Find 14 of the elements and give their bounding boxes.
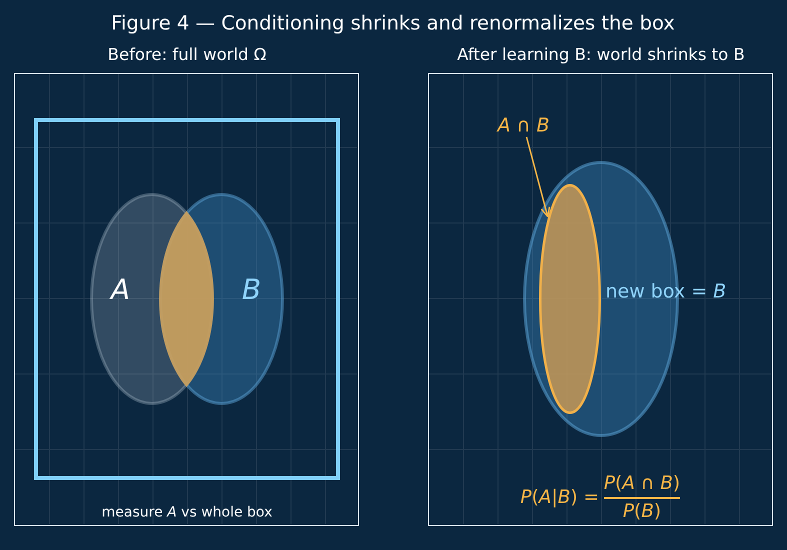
formula-text: P(A|B) = (520, 486, 599, 510)
set-label: B (242, 272, 262, 306)
panel-title: Before: full world Ω (108, 45, 266, 65)
caption-text: measure A vs whole box (102, 504, 272, 522)
figure-title: Figure 4 — Conditioning shrinks and renormalizes the box (111, 11, 675, 35)
intersection-label: A ∩ B (497, 114, 550, 137)
formula-numerator: P(A ∩ B) (604, 472, 680, 496)
panel-title: After learning B: world shrinks to B (457, 45, 745, 65)
set-label: A (110, 272, 130, 306)
leader-arrow (526, 136, 550, 218)
region-label: new box = B (606, 280, 726, 303)
intersection-lens (158, 210, 215, 388)
formula-denominator: P(B) (622, 500, 662, 524)
intersection-ellipse (538, 184, 600, 414)
